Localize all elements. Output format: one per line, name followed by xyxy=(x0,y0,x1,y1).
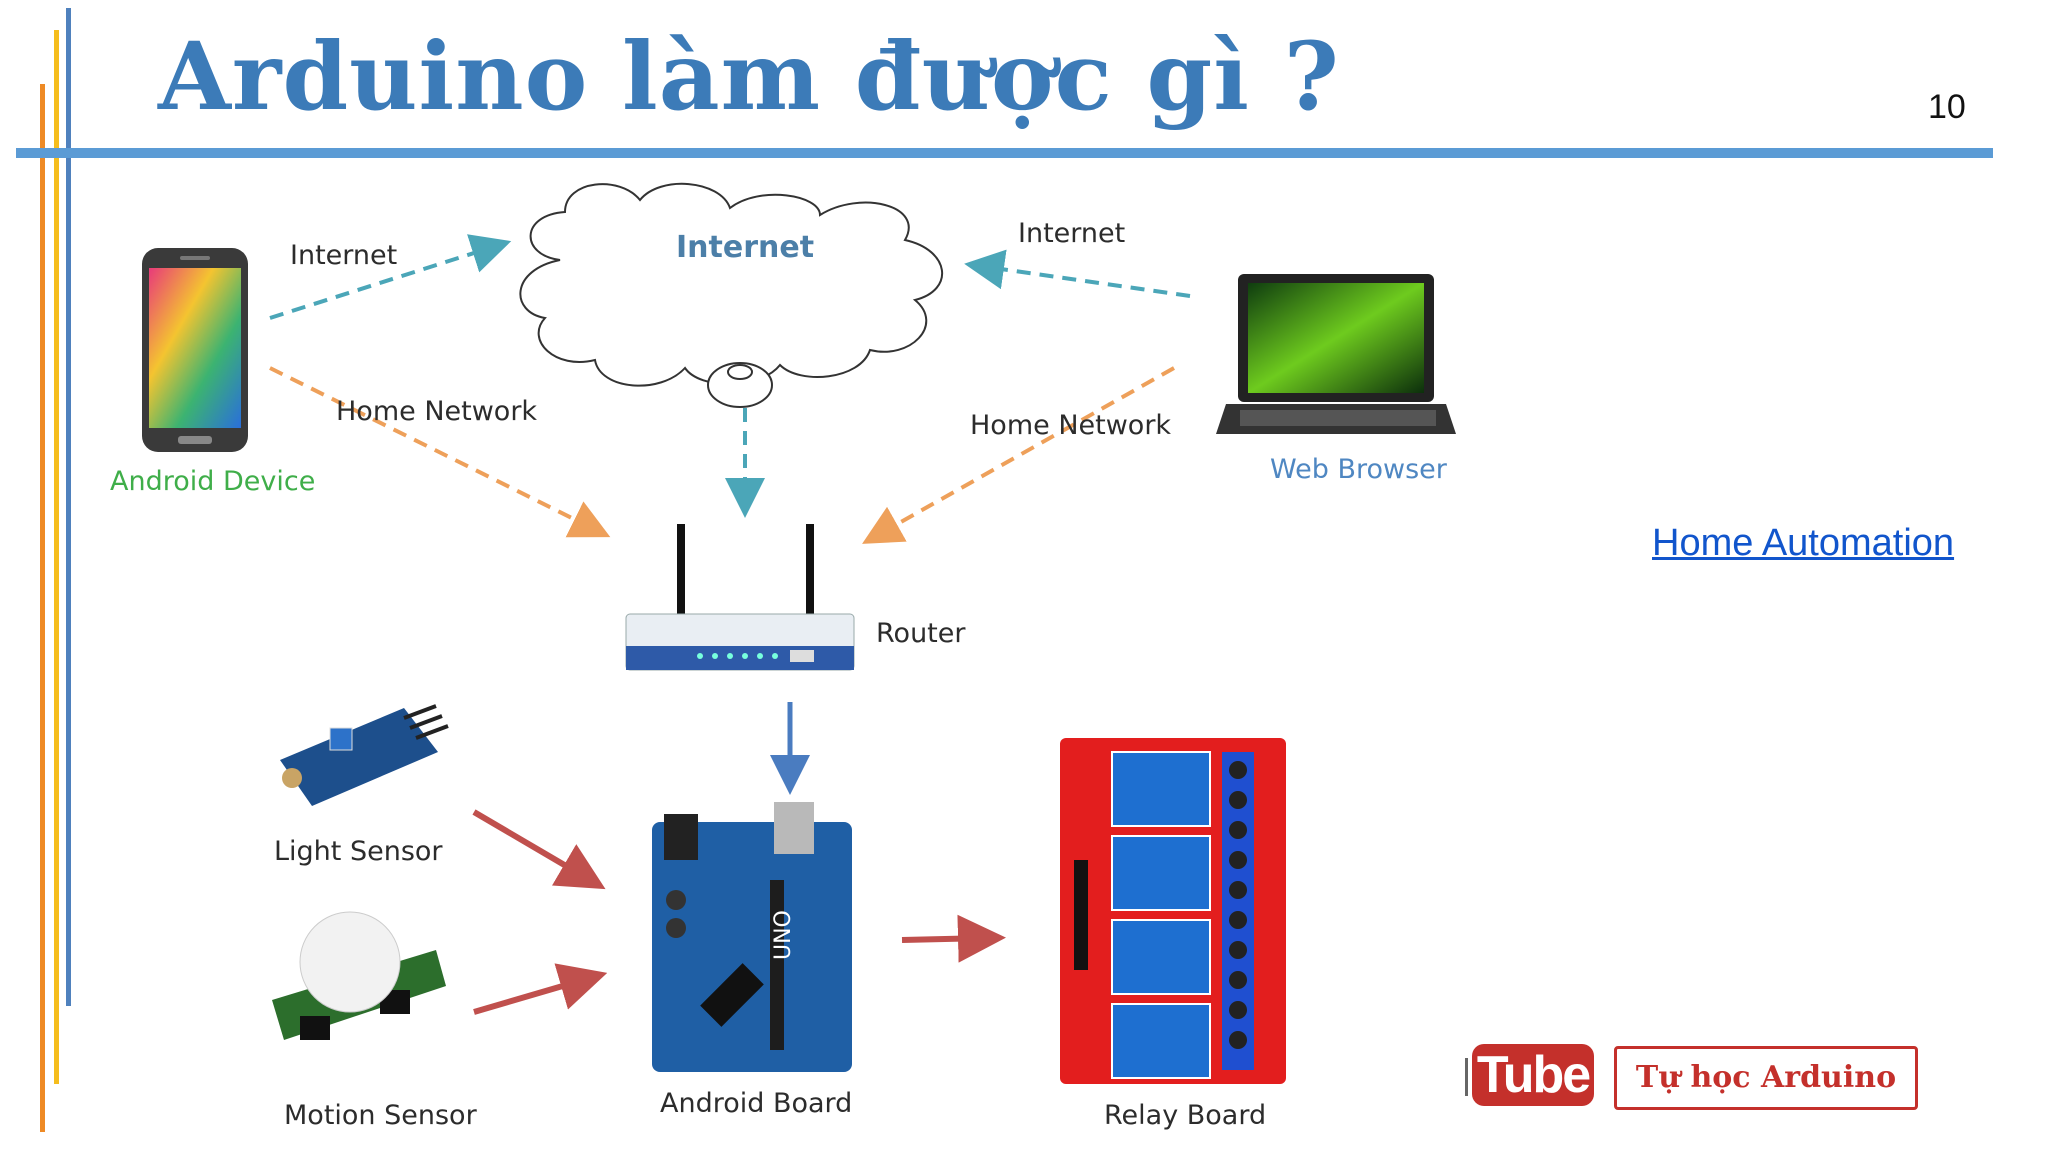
router-icon xyxy=(625,524,855,671)
internet-cloud-icon xyxy=(519,182,943,408)
internet-link-left-label: Internet xyxy=(290,240,398,271)
arrow-phone-to-router xyxy=(269,366,611,538)
left-accent-bar-yellow xyxy=(54,30,59,1084)
light-sensor-icon xyxy=(280,704,449,806)
arrow-laptop-to-router xyxy=(862,366,1175,544)
android-phone-icon xyxy=(142,248,248,452)
arrow-motion-to-board xyxy=(473,963,608,1015)
arrow-laptop-to-internet xyxy=(964,249,1191,298)
arrow-light-to-board xyxy=(472,809,606,890)
internet-link-right-label: Internet xyxy=(1018,218,1126,249)
youtube-divider xyxy=(1465,1058,1468,1096)
android-device-label: Android Device xyxy=(110,466,316,497)
arrow-board-to-relay xyxy=(901,914,1006,963)
left-accent-bar-orange xyxy=(40,84,45,1132)
light-sensor-label: Light Sensor xyxy=(274,836,443,867)
page-number: 10 xyxy=(1928,88,1966,126)
relay-board-label: Relay Board xyxy=(1104,1100,1267,1131)
router-label: Router xyxy=(876,618,966,649)
home-network-left-label: Home Network xyxy=(336,396,538,427)
arrow-phone-to-internet xyxy=(269,234,512,320)
relay-board-icon xyxy=(1060,738,1286,1084)
web-browser-label: Web Browser xyxy=(1270,454,1447,485)
home-automation-link[interactable]: Home Automation xyxy=(1652,522,1955,564)
title-divider xyxy=(16,148,1993,158)
slide-title: Arduino làm được gì ? xyxy=(158,22,1340,132)
left-accent-bar-blue xyxy=(66,8,71,1006)
channel-name-badge: Tự học Arduino xyxy=(1614,1046,1918,1110)
svg-text:UNO: UNO xyxy=(771,910,796,960)
laptop-icon xyxy=(1216,274,1456,434)
home-network-right-label: Home Network xyxy=(970,410,1172,441)
arduino-board-icon: UNO xyxy=(652,802,852,1072)
motion-sensor-label: Motion Sensor xyxy=(284,1100,477,1131)
connection-arrows xyxy=(269,234,1191,1015)
android-board-label: Android Board xyxy=(660,1088,853,1119)
motion-sensor-icon xyxy=(272,911,446,1040)
internet-cloud-label: Internet xyxy=(676,230,815,265)
youtube-logo-icon: Tube xyxy=(1472,1044,1594,1106)
